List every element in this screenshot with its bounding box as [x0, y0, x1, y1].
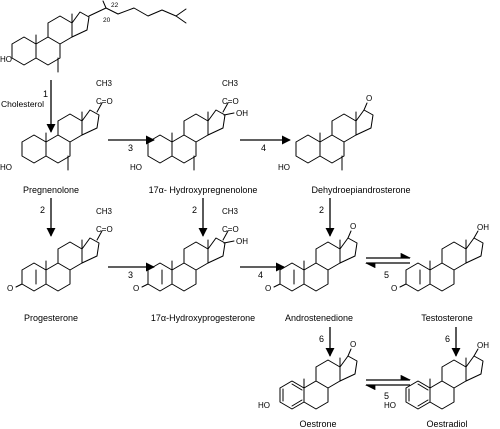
c22-label: 22 — [111, 2, 119, 9]
compound-name-17a-hydroxypregnenolone: 17α- Hydroxypregnenolone — [149, 185, 258, 195]
molecule-pregnenolone: CH3 C=O HO Pregnenolone — [0, 79, 113, 195]
reaction-arrows: 1 3 4 2 2 2 3 4 5 6 6 5 — [40, 80, 461, 401]
ch3-label: CH3 — [222, 79, 239, 88]
phenol-ho-label: HO — [384, 401, 396, 410]
c-eq-o-label: C=O — [222, 225, 239, 234]
compound-name-androstenedione: Androstenedione — [285, 313, 353, 323]
compound-name-pregnenolone: Pregnenolone — [23, 185, 79, 195]
c20-label: 20 — [103, 17, 111, 24]
step-label-3: 3 — [128, 143, 133, 153]
ketone-o-label: O — [7, 284, 13, 293]
ketone-o-label: O — [133, 284, 139, 293]
oh-label: OH — [236, 109, 248, 118]
molecule-oestrone: O HO Oestrone — [258, 340, 358, 429]
step-label-2: 2 — [40, 205, 45, 215]
molecule-dehydroepiandrosterone: O HO Dehydroepiandrosterone — [278, 94, 411, 195]
molecule-androstenedione: O O Androstenedione — [265, 222, 358, 323]
c-eq-o-label: C=O — [96, 225, 113, 234]
ketone-o-label: O — [350, 340, 356, 349]
step-label-2: 2 — [192, 205, 197, 215]
ho-label: HO — [0, 163, 12, 172]
compound-name-oestradiol: Oestradiol — [426, 419, 467, 429]
step-label-6: 6 — [445, 334, 450, 344]
ho-label: HO — [130, 163, 142, 172]
ch3-label: CH3 — [96, 207, 113, 216]
ketone-o-label: O — [366, 94, 372, 103]
ho-label: HO — [278, 163, 290, 172]
molecule-oestradiol: OH HO Oestradiol — [384, 341, 489, 429]
compound-name-progesterone: Progesterone — [24, 313, 78, 323]
step-label-5: 5 — [384, 270, 389, 280]
step-label-3: 3 — [128, 270, 133, 280]
compound-name-17a-hydroxyprogesterone: 17α-Hydroxyprogesterone — [151, 313, 255, 323]
ketone-o-label: O — [391, 284, 397, 293]
c-eq-o-label: C=O — [96, 97, 113, 106]
compound-name-oestrone: Oestrone — [299, 419, 336, 429]
step-label-1: 1 — [43, 89, 48, 99]
ho-label: HO — [0, 55, 12, 64]
molecule-progesterone: CH3 C=O O Progesterone — [7, 207, 113, 323]
step-label-6: 6 — [319, 334, 324, 344]
compound-name-cholesterol: Cholesterol — [1, 99, 44, 109]
oh-label: OH — [236, 237, 248, 246]
step-label-5: 5 — [384, 391, 389, 401]
phenol-ho-label: HO — [258, 401, 270, 410]
molecule-17a-hydroxyprogesterone: CH3 C=O OH O 17α-Hydroxyprogesterone — [133, 207, 255, 323]
step-label-4: 4 — [258, 270, 263, 280]
step-label-2: 2 — [319, 205, 324, 215]
ketone-o-label: O — [265, 284, 271, 293]
molecule-17a-hydroxypregnenolone: CH3 C=O OH HO 17α- Hydroxypregnenolone — [130, 79, 257, 195]
ch3-label: CH3 — [222, 207, 239, 216]
compound-name-dehydroepiandrosterone: Dehydroepiandrosterone — [311, 185, 410, 195]
ch3-label: CH3 — [96, 79, 113, 88]
molecule-testosterone: OH O Testosterone — [391, 223, 489, 323]
oh-label: OH — [477, 223, 489, 232]
oh-label: OH — [477, 341, 489, 350]
molecule-cholesterol: 22 20 HO Cholesterol — [0, 0, 187, 109]
c-eq-o-label: C=O — [222, 97, 239, 106]
ketone-o-label: O — [350, 222, 356, 231]
step-label-4: 4 — [261, 143, 266, 153]
compound-name-testosterone: Testosterone — [421, 313, 473, 323]
